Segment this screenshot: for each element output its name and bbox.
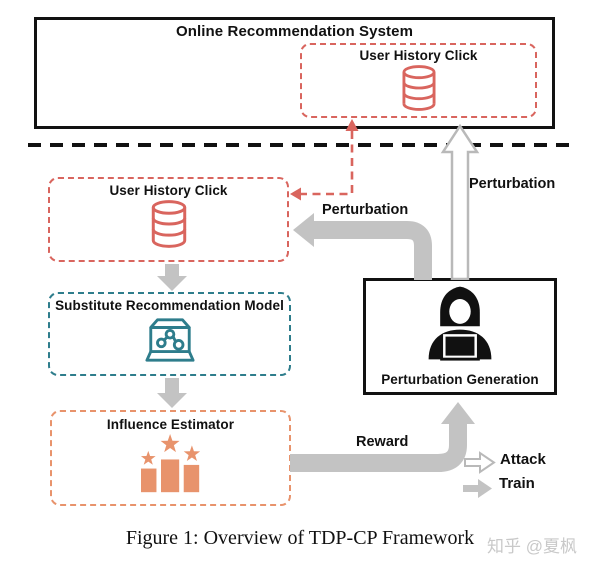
watermark: 知乎 @夏枫: [487, 537, 577, 556]
database-icon: [402, 65, 435, 111]
perturbation-generation-title: Perturbation Generation: [381, 372, 539, 387]
system-boundary-dashed-line: [28, 143, 574, 147]
online-history-title: User History Click: [359, 48, 478, 63]
attack-hollow-arrow-icon: [464, 451, 496, 474]
reward-arrow: [290, 402, 475, 472]
attack-legend-label: Attack: [500, 451, 546, 468]
figure-caption: Figure 1: Overview of TDP-CP Framework: [125, 527, 475, 549]
online-system-title: Online Recommendation System: [175, 23, 414, 40]
down-arrow-icon: [157, 378, 187, 408]
online-user-history-click-box: User History Click: [300, 43, 537, 118]
down-arrow-icon: [157, 264, 187, 291]
influence-estimator-title: Influence Estimator: [106, 417, 235, 432]
local-user-history-click-box: User History Click: [48, 177, 289, 262]
history-sync-dashed-arrow: [290, 119, 359, 201]
podium-stars-icon: [140, 434, 200, 493]
perturbation-to-local-label: Perturbation: [322, 202, 409, 218]
substitute-recommendation-model-box: Substitute Recommendation Model: [48, 292, 291, 376]
train-solid-arrow-icon: [463, 479, 492, 498]
perturbation-generation-box: Perturbation Generation: [363, 278, 557, 395]
model-case-icon: [144, 318, 195, 362]
influence-estimator-box: Influence Estimator: [50, 410, 291, 506]
train-legend-label: Train: [499, 475, 535, 492]
reward-label: Reward: [356, 434, 409, 450]
local-history-title: User History Click: [109, 183, 228, 198]
hacker-icon: [428, 286, 492, 361]
online-recommendation-system-box: Online Recommendation System User Histor…: [34, 17, 555, 129]
substitute-model-title: Substitute Recommendation Model: [55, 298, 284, 313]
perturbation-to-online-arrow: [440, 123, 480, 280]
database-icon: [151, 200, 186, 248]
perturbation-to-online-label: Perturbation: [469, 176, 556, 192]
perturbation-to-local-arrow: [293, 213, 432, 280]
